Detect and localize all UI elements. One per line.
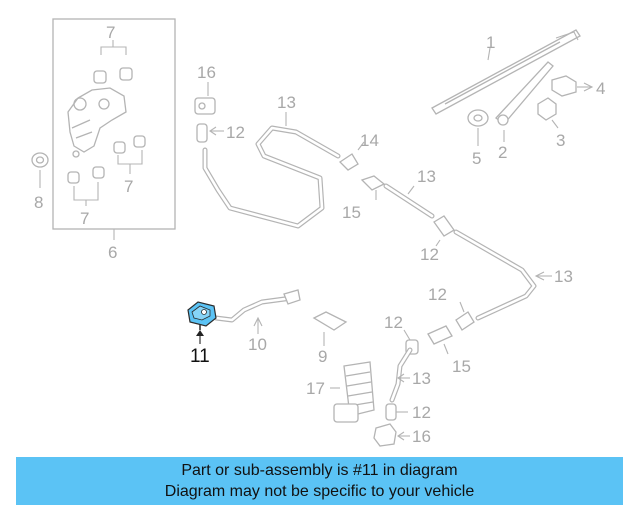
- callout-15-upper: 15: [342, 203, 361, 222]
- part-4-cap: [551, 75, 594, 97]
- callout-17: 17: [306, 379, 325, 398]
- part-10-hose: [213, 289, 301, 334]
- callout-1: 1: [486, 33, 495, 52]
- part-1-wiper-blade: [431, 29, 581, 115]
- part-2-wiper-arm: [495, 61, 554, 142]
- callout-16-top: 16: [197, 63, 216, 82]
- callout-16-bottom: 16: [412, 427, 431, 446]
- callout-7-right: 7: [124, 177, 133, 196]
- part-9-clip: [312, 311, 348, 346]
- callout-12-bottom: 12: [412, 403, 431, 422]
- part-3-grommet: [537, 97, 559, 129]
- part-8-nut: [31, 152, 49, 188]
- callout-12-mid: 12: [420, 245, 439, 264]
- callout-5: 5: [472, 149, 481, 168]
- part-16-lower-connector: [373, 423, 410, 447]
- callout-8: 8: [34, 193, 43, 212]
- callout-13-lower: 13: [412, 369, 431, 388]
- callout-12-lower: 12: [384, 313, 403, 332]
- callout-14: 14: [360, 131, 379, 150]
- callout-7-top: 7: [106, 23, 115, 42]
- part-5-nut: [467, 109, 489, 146]
- callout-9: 9: [318, 347, 327, 366]
- callout-15-lower: 15: [452, 357, 471, 376]
- callout-10: 10: [248, 335, 267, 354]
- callout-2: 2: [498, 143, 507, 162]
- part-13-hose-run: [383, 183, 552, 321]
- callout-13-top: 13: [277, 93, 296, 112]
- part-11-washer-nozzle-highlighted[interactable]: [187, 301, 217, 344]
- wiper-motor-assembly: [52, 18, 176, 240]
- part-15-connector-upper: [360, 175, 386, 200]
- callout-7-bottom: 7: [80, 209, 89, 228]
- callout-12-right: 12: [428, 285, 447, 304]
- callout-13-right: 13: [554, 267, 573, 286]
- banner-line-part-number: Part or sub-assembly is #11 in diagram: [181, 462, 458, 479]
- callout-6: 6: [108, 243, 117, 262]
- callout-4: 4: [596, 79, 605, 98]
- part-12-hose-pieces: [196, 123, 475, 421]
- part-14-nozzle: [338, 141, 365, 171]
- callout-12-top: 12: [226, 123, 245, 142]
- part-15-connector-lower: [389, 325, 453, 403]
- part-17-washer-pump: [330, 361, 375, 423]
- callout-labels: 7 7 7 6 8 16 12 13 14 15 13 12 13 1 4 3 …: [34, 23, 605, 446]
- banner-line-disclaimer: Diagram may not be specific to your vehi…: [164, 483, 475, 500]
- callout-3: 3: [556, 131, 565, 150]
- callout-13-mid: 13: [417, 167, 436, 186]
- info-banner: Part or sub-assembly is #11 in diagram D…: [16, 457, 623, 505]
- parts-diagram: 7 7 7 6 8 16 12 13 14 15 13 12 13 1 4 3 …: [31, 18, 605, 447]
- part-16-top-connector: [194, 82, 216, 115]
- callout-11: 11: [190, 346, 210, 367]
- part-13-hose-loop: [202, 112, 341, 229]
